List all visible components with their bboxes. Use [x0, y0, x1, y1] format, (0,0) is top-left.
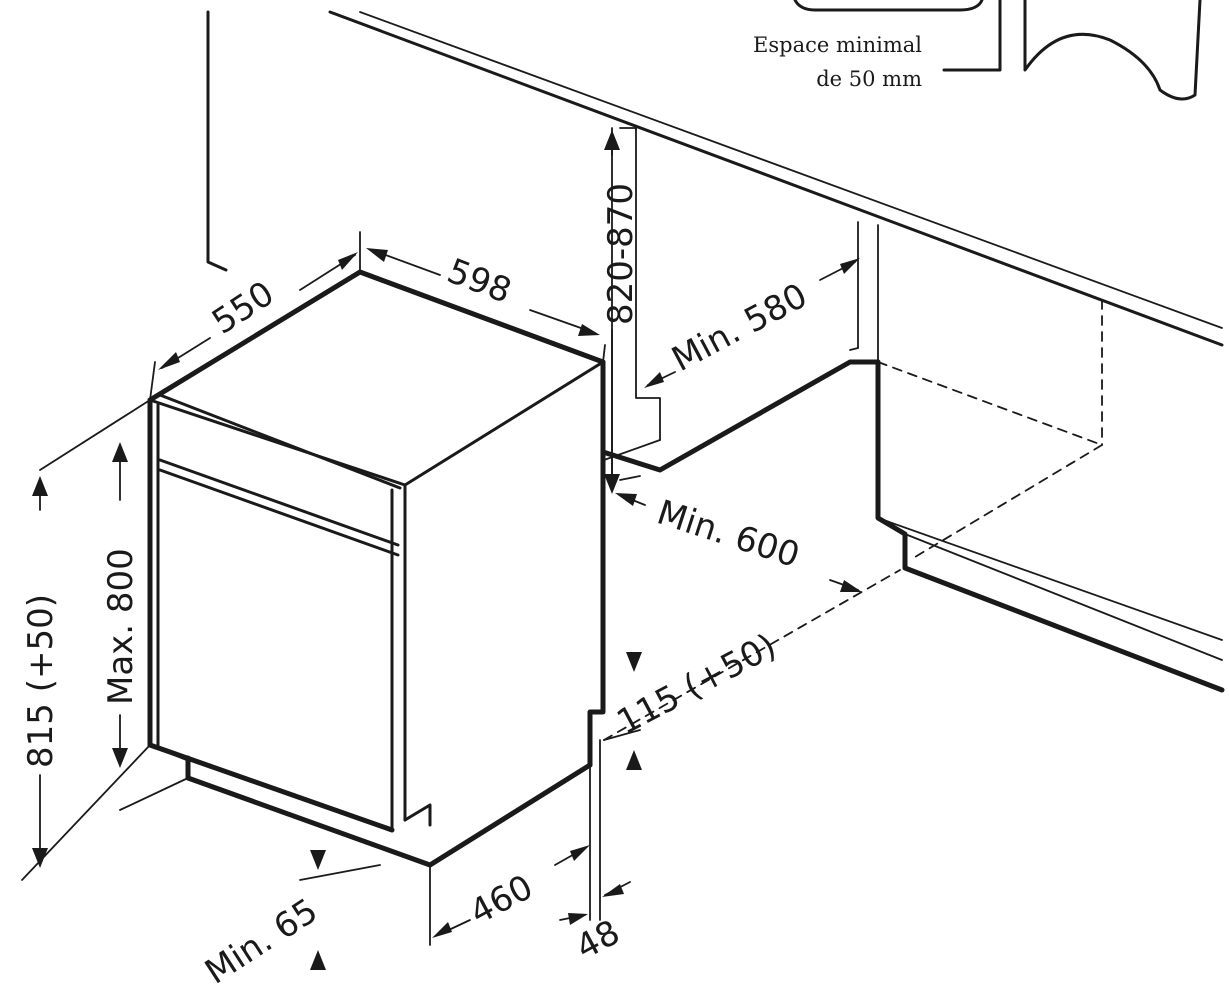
label-min-width: Min. 600: [652, 493, 804, 576]
label-niche-height: 820-870: [601, 183, 641, 325]
dimension-arrows: [32, 130, 862, 970]
label-height: 815 (+50): [21, 594, 61, 768]
label-min-depth: Min. 580: [665, 276, 813, 380]
wall-edge: [206, 10, 228, 272]
sink-sketch: [793, 0, 1202, 101]
label-min-clearance: Min. 65: [198, 891, 325, 993]
dimension-labels: 550 598 820-870 Min. 580 Min. 600 115 (+…: [21, 183, 814, 993]
label-recess: 48: [569, 912, 626, 968]
extension-lines: [21, 127, 641, 881]
dishwasher-body: [147, 269, 606, 946]
label-max-door: Max. 800: [101, 548, 141, 705]
label-depth: 550: [205, 274, 281, 343]
label-plinth: 115 (+50): [610, 626, 782, 743]
label-door-depth: 460: [463, 867, 539, 933]
kitchen-niche: [600, 127, 1225, 741]
worktop: [328, 10, 1224, 347]
clearance-note: Espace minimal de 50 mm: [753, 33, 922, 91]
label-width: 598: [442, 251, 517, 312]
note-line-2: de 50 mm: [816, 67, 922, 91]
note-line-1: Espace minimal: [753, 33, 922, 57]
